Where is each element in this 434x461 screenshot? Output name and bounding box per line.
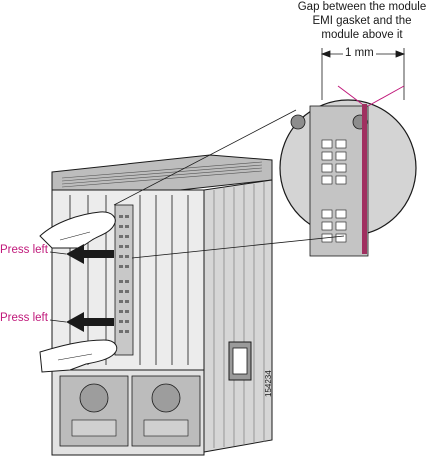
gap-leaders — [337, 85, 405, 107]
lower-hand — [39, 339, 118, 373]
module-faceplate — [114, 204, 134, 356]
press-leader-lower — [49, 319, 67, 323]
caption-line-2: EMI gasket and the — [312, 15, 412, 27]
press-arrow-upper — [66, 244, 114, 264]
press-left-lower-label: Press left — [0, 312, 48, 324]
power-supply-left — [59, 375, 129, 447]
side-ribs — [213, 182, 265, 448]
figure-id: 154234 — [264, 370, 273, 397]
emi-gasket — [362, 104, 367, 254]
magnifier-leader-top — [113, 109, 297, 206]
caption: Gap between the module EMI gasket and th… — [290, 0, 434, 42]
upper-hand — [39, 211, 116, 249]
side-handle — [228, 341, 252, 381]
caption-line-3: module above it — [321, 29, 403, 41]
top-vent — [61, 161, 263, 188]
press-arrow-lower — [66, 312, 114, 332]
module-ports — [119, 215, 129, 333]
power-supply-right — [131, 375, 201, 447]
dimension-label: 1 mm — [343, 47, 376, 59]
press-leader-upper — [49, 251, 67, 255]
chassis-side — [203, 179, 273, 453]
magnifier-leader-bottom — [131, 235, 345, 259]
detail-magnifier — [279, 99, 417, 257]
dimension-marker — [320, 48, 406, 100]
caption-line-1: Gap between the module — [297, 1, 427, 13]
press-left-upper-label: Press left — [0, 244, 48, 256]
